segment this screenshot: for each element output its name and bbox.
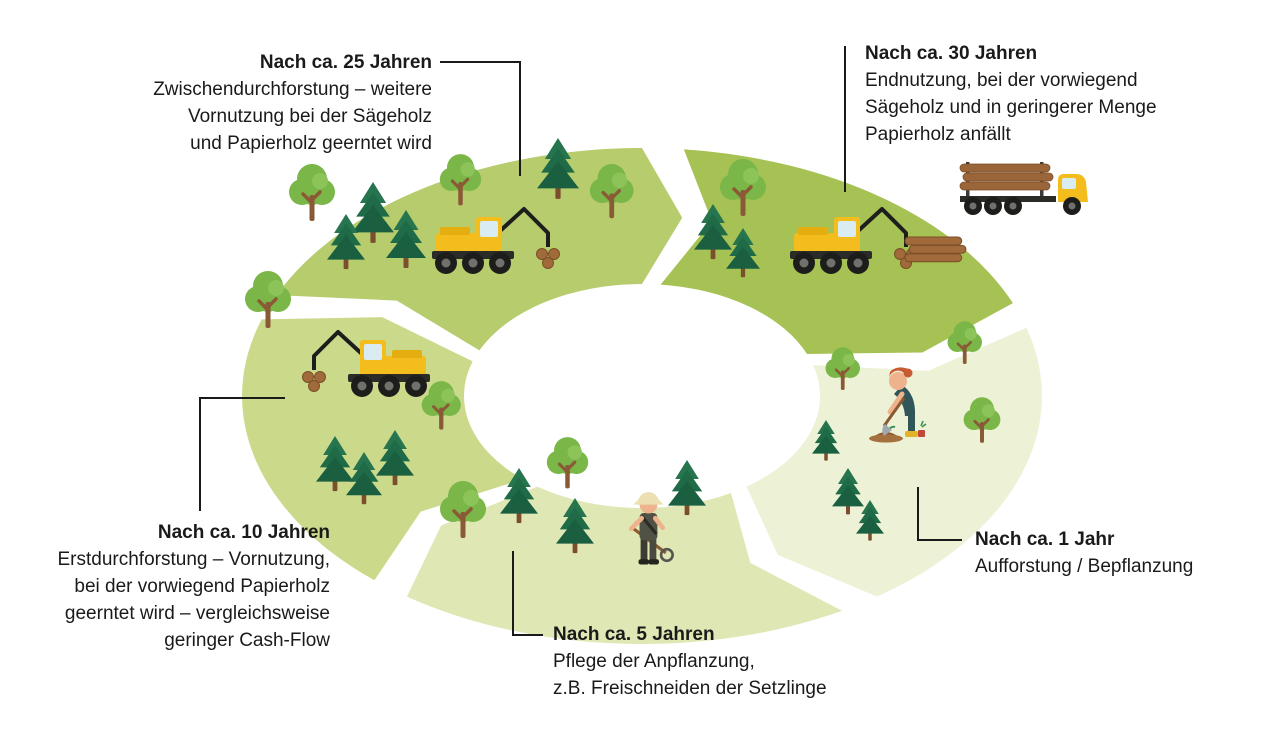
log-truck-icon xyxy=(959,161,1089,216)
leader-line-10-jahren xyxy=(199,397,285,511)
label-nach-30-jahren: Nach ca. 30 Jahren Endnutzung, bei der v… xyxy=(865,40,1205,148)
label-body: Erstdurchforstung – Vornutzung, bei der … xyxy=(57,549,331,651)
label-nach-10-jahren: Nach ca. 10 Jahren Erstdurchforstung – V… xyxy=(20,519,331,654)
segment-nach-5-jahren xyxy=(406,486,842,644)
log-pile-icon xyxy=(904,236,967,263)
segment-nach-1-jahr xyxy=(746,327,1042,597)
label-title: Nach ca. 1 Jahr xyxy=(975,529,1115,550)
label-nach-5-jahren: Nach ca. 5 Jahren Pflege der Anpflanzung… xyxy=(553,621,883,702)
label-title: Nach ca. 25 Jahren xyxy=(259,52,432,73)
label-body: Aufforstung / Bepflanzung xyxy=(975,556,1194,577)
leader-line-5-jahren xyxy=(512,551,543,636)
label-title: Nach ca. 5 Jahren xyxy=(553,624,715,645)
leader-line-25-jahren xyxy=(440,61,521,176)
label-title: Nach ca. 10 Jahren xyxy=(157,522,330,543)
label-nach-25-jahren: Nach ca. 25 Jahren Zwischendurchforstung… xyxy=(82,49,432,157)
label-title: Nach ca. 30 Jahren xyxy=(865,43,1038,64)
label-nach-1-jahr: Nach ca. 1 Jahr Aufforstung / Bepflanzun… xyxy=(975,526,1255,580)
label-body: Zwischendurchforstung – weitere Vornutzu… xyxy=(153,79,432,154)
deciduous-tree-icon xyxy=(545,435,590,490)
leader-lines xyxy=(199,46,962,636)
deciduous-tree-icon xyxy=(287,162,337,223)
leader-line-1-jahr xyxy=(917,487,962,541)
label-body: Endnutzung, bei der vorwiegend Sägeholz … xyxy=(865,70,1157,145)
label-body: Pflege der Anpflanzung, z.B. Freischneid… xyxy=(553,651,827,699)
